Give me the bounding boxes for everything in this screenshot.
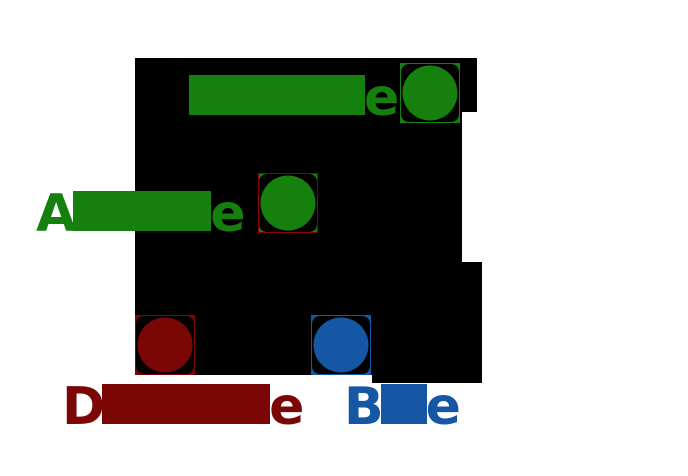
obscured-text-block — [73, 191, 212, 231]
node-bottomleft-circle — [135, 315, 195, 375]
circle-in-square-outlined-icon — [258, 173, 318, 233]
label-first-letter: D — [62, 377, 105, 437]
label-first-letter: B — [344, 377, 384, 437]
circle-in-square-icon — [311, 315, 371, 375]
node-top-circle — [400, 63, 460, 123]
label-top: e — [189, 72, 399, 124]
obscured-text-block — [189, 75, 365, 115]
circle-in-square-icon — [135, 315, 195, 375]
connector-lip-right — [372, 375, 482, 383]
circle-in-square-icon — [400, 63, 460, 123]
obscured-text-block — [380, 384, 427, 424]
node-bottomright-circle — [311, 315, 371, 375]
label-last-letter: e — [269, 377, 304, 437]
label-first-letter: A — [36, 184, 76, 244]
label-last-letter: e — [364, 68, 399, 128]
node-middle-circle — [258, 173, 318, 233]
obscured-text-block — [102, 384, 271, 424]
label-last-letter: e — [425, 377, 461, 437]
label-last-letter: e — [210, 184, 245, 244]
